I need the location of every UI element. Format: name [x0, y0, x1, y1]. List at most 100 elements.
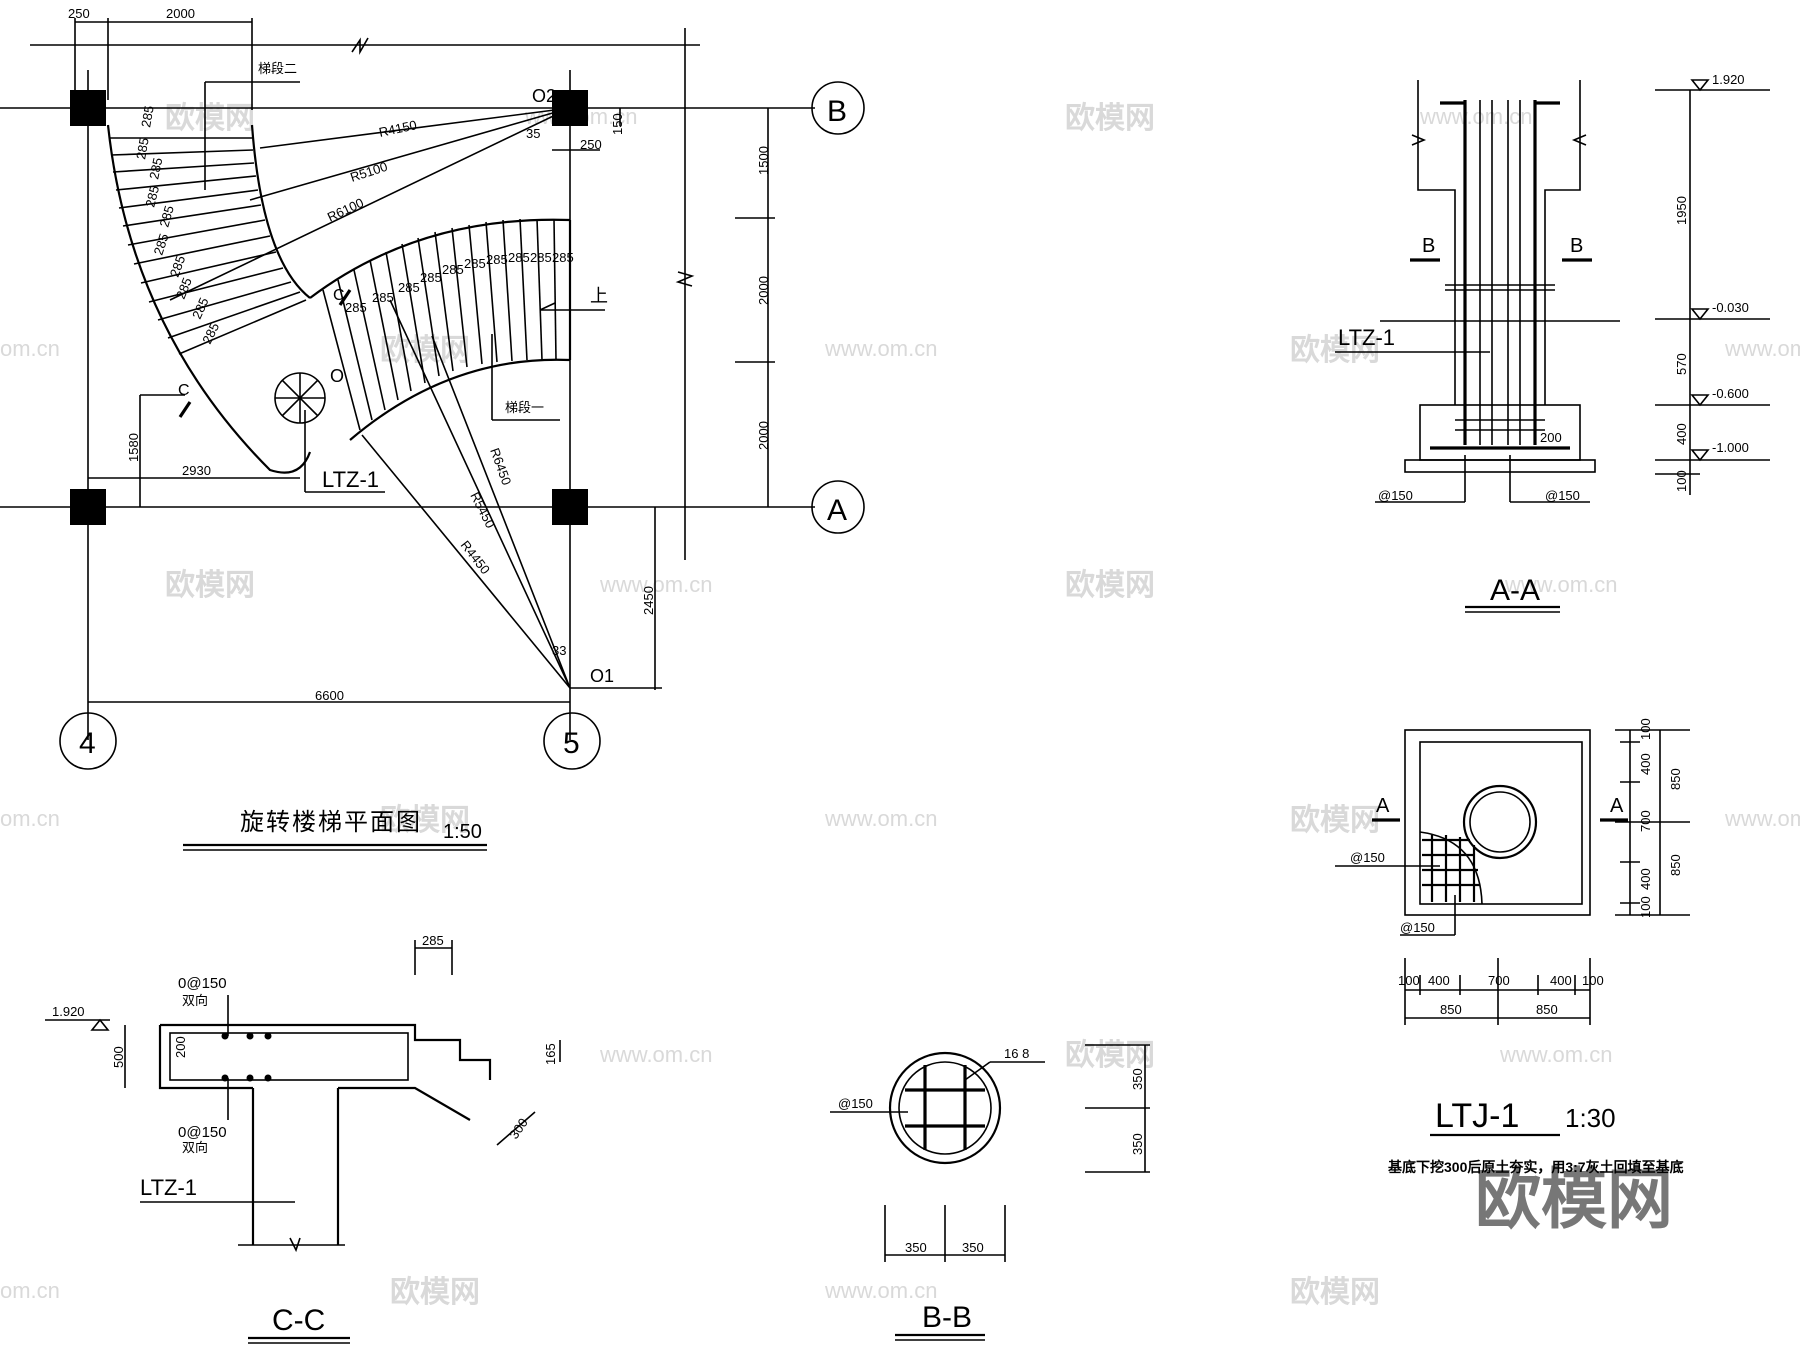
svg-text:285: 285 — [345, 300, 367, 315]
svg-text:285: 285 — [420, 270, 442, 285]
watermark-domain: om.cn — [0, 1278, 60, 1303]
tread-dims-flight-2: 285 285 285 285 285 285 285 285 285 285 — [133, 105, 222, 347]
watermark-brand: 欧模网 — [165, 569, 255, 602]
section-cc-title: C-C — [272, 1304, 325, 1337]
slab-top-outline — [160, 1023, 492, 1080]
angle-33: 33 — [552, 643, 566, 658]
angle-35: 35 — [526, 126, 540, 141]
crosshair — [281, 379, 319, 417]
elevation-markers — [1690, 79, 1710, 462]
aa-dim-400: 400 — [1674, 423, 1689, 445]
break-mark — [1411, 134, 1587, 146]
dim-2000a: 2000 — [756, 276, 771, 305]
ltj-rebar-1: @150 — [1350, 850, 1385, 865]
ltj-dim-b1: 400 — [1428, 973, 1450, 988]
up-label: 上 — [590, 286, 608, 306]
cut-b-left: B — [1422, 235, 1435, 257]
cc-elevation: 1.920 — [52, 1004, 85, 1019]
ltj-dim-bt1: 850 — [1536, 1002, 1558, 1017]
footing-outer — [1404, 729, 1591, 916]
ltj-scale: 1:30 — [1565, 1103, 1616, 1133]
section-c-left: C — [178, 382, 190, 399]
watermark-url: www.om.cn — [1724, 806, 1800, 831]
axis-label-5: 5 — [563, 727, 580, 760]
svg-text:285: 285 — [442, 262, 464, 277]
ltj-dim-rt1: 850 — [1668, 854, 1683, 876]
dim-col-250: 250 — [580, 137, 602, 152]
ltj-title: LTJ-1 — [1435, 1097, 1519, 1135]
section-cc: 1.920 500 200 0@150 双向 0@150 双向 285 165 … — [45, 933, 561, 1344]
aa-rebar-left: @150 — [1378, 488, 1413, 503]
blinding-layer — [1404, 459, 1596, 473]
column-rebar-ring — [1469, 791, 1531, 853]
svg-text:285: 285 — [398, 280, 420, 295]
watermark-brand: 欧模网 — [1065, 569, 1155, 602]
ltj-dim-b3: 400 — [1550, 973, 1572, 988]
segment-1-label: 梯段一 — [505, 400, 544, 415]
segment-2-label: 梯段二 — [258, 61, 297, 76]
dim-1500: 1500 — [756, 146, 771, 175]
aa-rebar-right: @150 — [1545, 488, 1580, 503]
watermark-url: www.om.cn — [1724, 336, 1800, 361]
axis-label-a: A — [827, 494, 847, 527]
break-mark — [351, 37, 369, 56]
dim-2930: 2930 — [182, 463, 211, 478]
section-bb: 16 8 @150 350 350 350 350 B-B — [830, 1044, 1150, 1341]
stair-treads-flight-2 — [110, 137, 307, 355]
svg-text:285: 285 — [151, 232, 172, 257]
ltj-dim-b2: 700 — [1488, 973, 1510, 988]
axis-bubble-5 — [543, 712, 601, 770]
cc-ltz1-label: LTZ-1 — [140, 1175, 197, 1200]
ltj-dim-r0: 100 — [1638, 718, 1653, 740]
radius-lines — [169, 107, 571, 689]
dim-2000b: 2000 — [756, 421, 771, 450]
aa-dim-200: 200 — [1540, 430, 1562, 445]
leader — [964, 1061, 991, 1081]
aa-dim-100: 100 — [1674, 470, 1689, 492]
elev-m1000: -1.000 — [1712, 440, 1749, 455]
break-mark — [675, 271, 695, 287]
watermark-url: www.om.cn — [1499, 1042, 1612, 1067]
svg-text:285: 285 — [133, 137, 152, 161]
ltj-dim-b0: 100 — [1398, 973, 1420, 988]
cutaway-edge — [1419, 831, 1483, 905]
tread-dims-flight-1: 285 285 285 285 285 285 285 285 285 285 — [345, 250, 574, 315]
center-o1-label: O1 — [590, 666, 614, 686]
dim-2450: 2450 — [641, 586, 656, 615]
stair-inner-edge — [309, 218, 571, 299]
plan-scale: 1:50 — [443, 821, 482, 843]
ltj-dim-b4: 100 — [1582, 973, 1604, 988]
watermark-url: www.om.cn — [599, 1042, 712, 1067]
section-c-right: C — [333, 287, 345, 304]
svg-text:285: 285 — [486, 252, 508, 267]
watermark-brand: 欧模网 — [1065, 1039, 1155, 1072]
ltj-dim-ticks-bottom — [1404, 958, 1591, 1025]
column-rebars — [1430, 100, 1570, 450]
svg-text:285: 285 — [372, 290, 394, 305]
aa-dim-1950: 1950 — [1674, 196, 1689, 225]
plan-title: 旋转楼梯平面图 — [240, 809, 422, 836]
watermark-brand: 欧模网 — [1290, 804, 1380, 837]
watermark-brand: 欧模网 — [1290, 334, 1380, 367]
axis-bubble-b — [811, 81, 865, 135]
svg-text:285: 285 — [189, 295, 212, 321]
section-aa: B B LTZ-1 200 @150 @150 1.920 -0.030 -0.… — [1335, 72, 1770, 613]
svg-text:285: 285 — [552, 250, 574, 265]
stair-outer-edge — [349, 358, 571, 441]
watermark-url: www.om.cn — [1419, 104, 1532, 129]
column-outline — [1417, 130, 1581, 290]
svg-text:285: 285 — [156, 204, 176, 229]
center-o2-label: O2 — [532, 86, 556, 106]
ltj-dim-ticks-right — [1615, 729, 1690, 916]
column-circle — [1462, 784, 1538, 860]
aa-ltz1-label: LTZ-1 — [1338, 325, 1395, 350]
rebar-ring — [898, 1061, 992, 1155]
ltj-dim-rt0: 850 — [1668, 768, 1683, 790]
cc-rebar-bottom: 0@150 — [178, 1124, 227, 1141]
section-bb-title: B-B — [922, 1301, 972, 1334]
dim-6600: 6600 — [315, 688, 344, 703]
footing-inner — [1419, 741, 1583, 905]
ltj-dim-r2: 700 — [1638, 810, 1653, 832]
radius-r6100: R6100 — [325, 195, 366, 225]
